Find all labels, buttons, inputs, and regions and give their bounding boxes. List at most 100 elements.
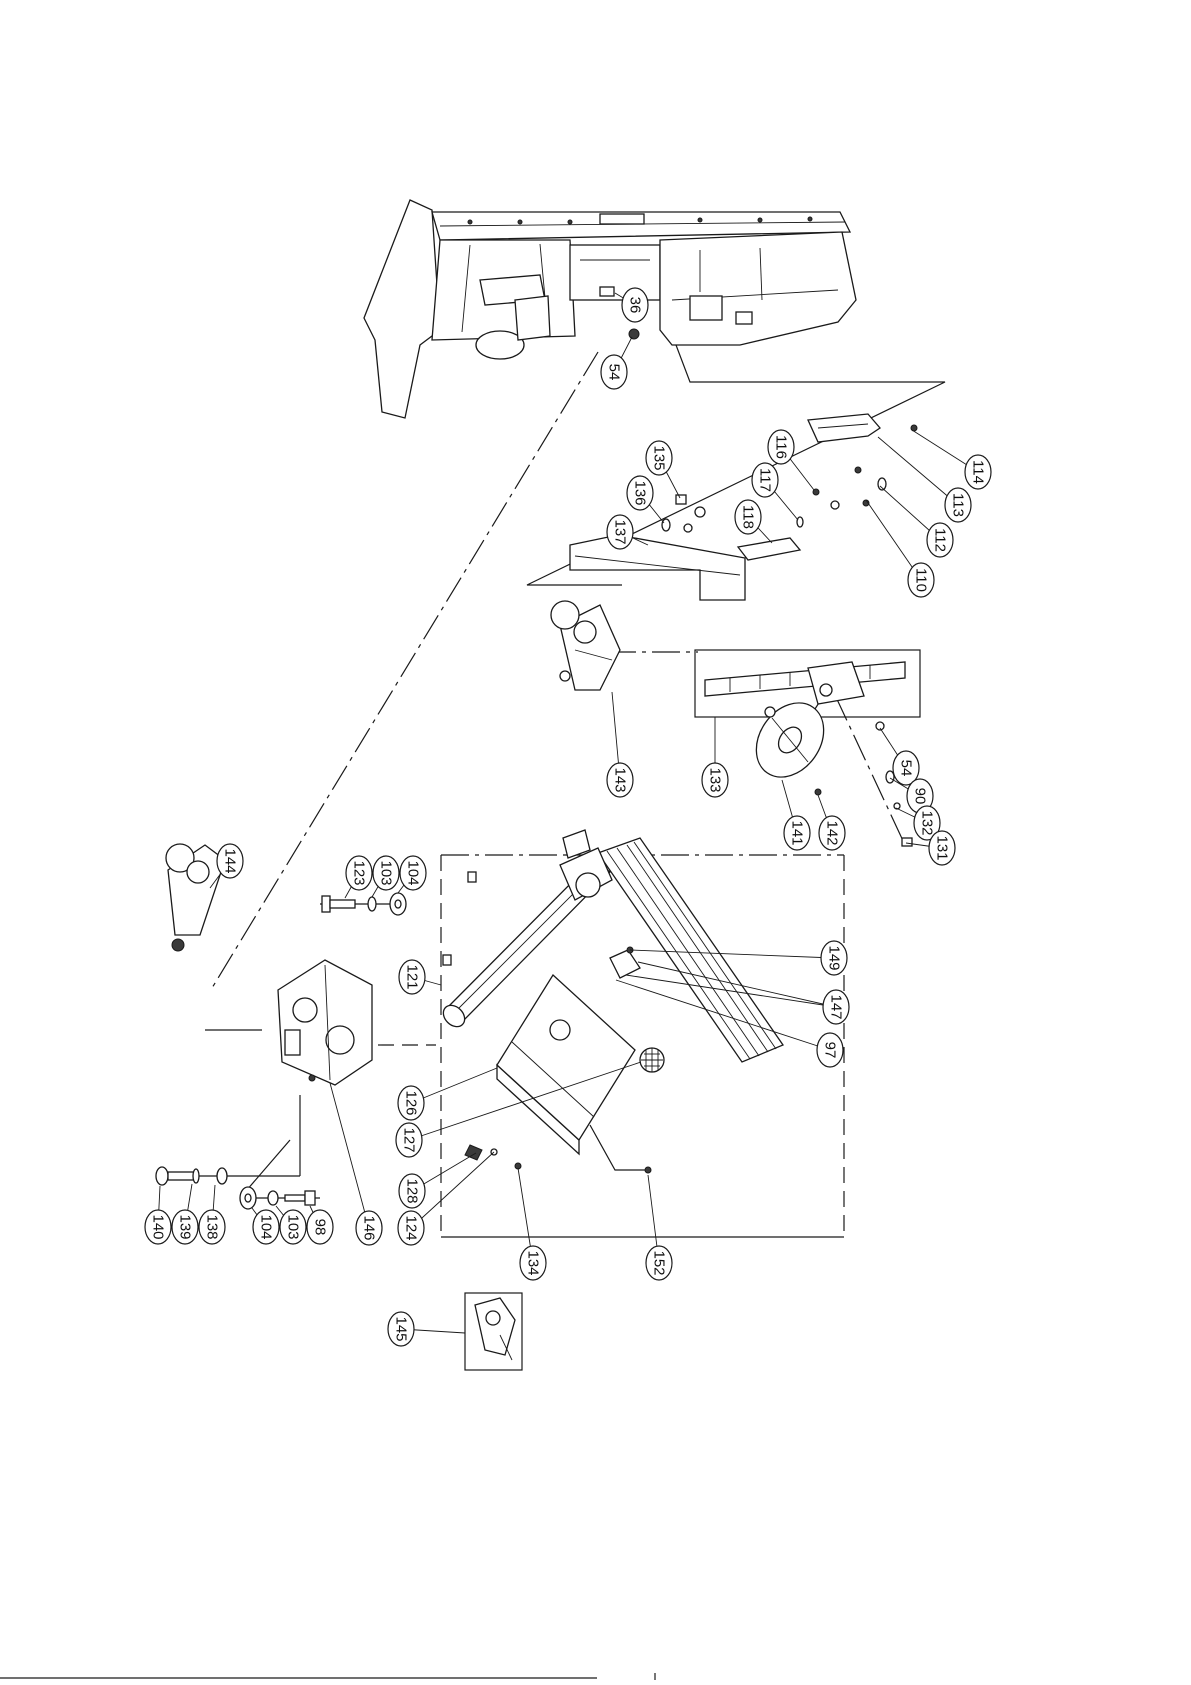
inset-145 xyxy=(465,1293,522,1370)
nut-54-top xyxy=(629,329,639,339)
callout-label: 145 xyxy=(393,1316,410,1341)
callout-144: 144 xyxy=(217,844,243,878)
callout-label: 123 xyxy=(351,860,368,885)
callout-97: 97 xyxy=(817,1033,843,1067)
callout-label: 128 xyxy=(404,1178,421,1203)
callout-label: 110 xyxy=(913,568,930,592)
callout-112: 112 xyxy=(927,523,953,557)
callout-label: 132 xyxy=(919,810,936,835)
callout-label: 104 xyxy=(405,860,422,885)
miter-assembly-146 xyxy=(278,960,372,1085)
callout-label: 116 xyxy=(773,435,790,459)
callout-label: 149 xyxy=(826,945,843,970)
callout-103: 103 xyxy=(373,856,399,890)
callout-123: 123 xyxy=(346,856,372,890)
callout-label: 126 xyxy=(403,1090,420,1115)
callout-label: 97 xyxy=(822,1042,839,1059)
callout-133: 133 xyxy=(702,763,728,797)
callout-label: 131 xyxy=(934,835,951,860)
callout-label: 121 xyxy=(404,964,421,989)
callout-134: 134 xyxy=(520,1246,546,1280)
callout-142: 142 xyxy=(819,816,845,850)
callout-104: 104 xyxy=(253,1210,279,1244)
callout-label: 143 xyxy=(612,767,629,792)
callout-label: 114 xyxy=(970,460,987,484)
callout-152: 152 xyxy=(646,1246,672,1280)
callout-98: 98 xyxy=(307,1210,333,1244)
callout-label: 103 xyxy=(285,1214,302,1239)
mesh-disk-127 xyxy=(640,1048,664,1072)
fence-clamp-143 xyxy=(551,601,620,690)
callout-label: 90 xyxy=(912,788,929,805)
ribbed-extension xyxy=(598,838,783,1062)
callout-label: 124 xyxy=(403,1215,420,1240)
callout-103: 103 xyxy=(280,1210,306,1244)
callout-131: 131 xyxy=(929,831,955,865)
callout-label: 104 xyxy=(258,1214,275,1239)
callout-label: 134 xyxy=(525,1250,542,1275)
callout-36: 36 xyxy=(622,288,648,322)
callout-118: 118 xyxy=(735,500,761,534)
callout-label: 36 xyxy=(627,297,644,314)
callout-label: 144 xyxy=(222,848,239,873)
callout-121: 121 xyxy=(399,960,425,994)
bracket-137 xyxy=(570,535,745,600)
bolt-98-washers xyxy=(240,1187,315,1209)
callout-label: 113 xyxy=(950,493,967,517)
leader-lines xyxy=(158,293,978,1333)
plate-118 xyxy=(738,538,800,560)
callout-label: 133 xyxy=(707,767,724,792)
plate-113 xyxy=(808,414,880,442)
callout-label: 112 xyxy=(932,528,949,552)
callout-116: 116 xyxy=(768,430,794,464)
callout-label: 139 xyxy=(177,1214,194,1239)
callout-label: 135 xyxy=(651,445,668,470)
callout-label: 54 xyxy=(606,364,623,381)
callout-146: 146 xyxy=(356,1211,382,1245)
callout-140: 140 xyxy=(145,1210,171,1244)
bracket-147 xyxy=(610,947,640,978)
callout-label: 136 xyxy=(632,480,649,505)
callout-136: 136 xyxy=(627,476,653,510)
pin-36 xyxy=(600,287,614,296)
callout-label: 138 xyxy=(204,1214,221,1239)
callout-label: 98 xyxy=(312,1219,329,1236)
handwheel-141 xyxy=(742,690,837,790)
callout-label: 147 xyxy=(828,994,845,1019)
bolt-140-washers xyxy=(156,1167,227,1185)
callout-label: 152 xyxy=(651,1250,668,1275)
fence-head-144 xyxy=(166,844,225,951)
callout-label: 118 xyxy=(740,505,757,529)
callout-113: 113 xyxy=(945,488,971,522)
callout-139: 139 xyxy=(172,1210,198,1244)
callout-54: 54 xyxy=(601,355,627,389)
callout-143: 143 xyxy=(607,763,633,797)
callout-110: 110 xyxy=(908,563,934,597)
callout-label: 103 xyxy=(378,860,395,885)
callout-147: 147 xyxy=(823,990,849,1024)
callout-label: 141 xyxy=(789,820,806,845)
callout-label: 142 xyxy=(824,820,841,845)
callout-127: 127 xyxy=(396,1123,422,1157)
callout-135: 135 xyxy=(646,441,672,475)
callout-104: 104 xyxy=(400,856,426,890)
callout-138: 138 xyxy=(199,1210,225,1244)
callout-137: 137 xyxy=(607,515,633,549)
callout-114: 114 xyxy=(965,455,991,489)
callout-label: 137 xyxy=(612,519,629,544)
callout-128: 128 xyxy=(399,1174,425,1208)
callout-117: 117 xyxy=(752,463,778,497)
callout-145: 145 xyxy=(388,1312,414,1346)
callout-141: 141 xyxy=(784,816,810,850)
callout-label: 146 xyxy=(361,1215,378,1240)
callout-124: 124 xyxy=(398,1211,424,1245)
table-plate-126 xyxy=(497,975,635,1154)
callout-label: 117 xyxy=(757,468,774,492)
callout-126: 126 xyxy=(398,1086,424,1120)
callout-label: 54 xyxy=(898,760,915,777)
table-hardware xyxy=(465,1145,651,1173)
callout-label: 140 xyxy=(150,1214,167,1239)
callout-label: 127 xyxy=(401,1127,418,1152)
